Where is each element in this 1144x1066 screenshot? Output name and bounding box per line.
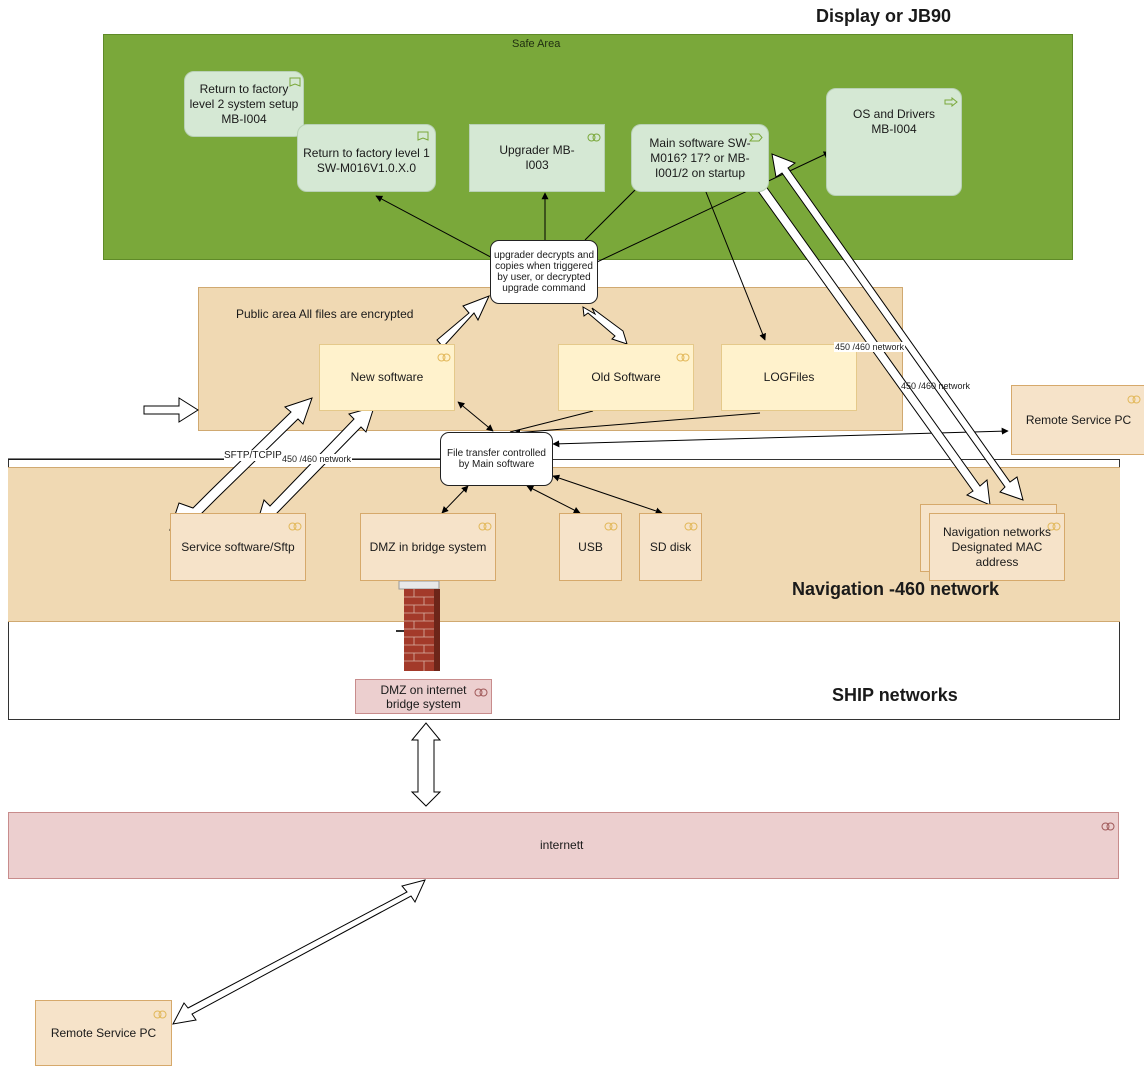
arrow-dmz-internet [410, 722, 442, 807]
public-area-label: Public area All files are encrypted [236, 307, 414, 321]
edge-bubble-os [596, 151, 831, 263]
main-software-label: Main software SW-M016? 17? or MB-I001/2 … [649, 135, 751, 180]
old-software-label: Old Software [591, 370, 661, 384]
book-icon [417, 128, 429, 141]
edge-filetransfer-sd [552, 474, 663, 515]
edge-main-logfiles [701, 181, 766, 341]
new-software-label: New software [350, 370, 424, 384]
service-icon [437, 349, 451, 362]
sd-disk-label: SD disk [649, 539, 692, 554]
nav-450-label-a: 450 /460 network [834, 342, 906, 352]
network-450-edge-label: 450 /460 network [281, 454, 353, 464]
service-icon [1101, 818, 1115, 831]
nav-networks-node[interactable]: Navigation networks Designated MAC addre… [929, 513, 1065, 581]
dmz-bridge-node[interactable]: DMZ in bridge system [360, 513, 496, 581]
upgrader-note-text: upgrader decrypts and copies when trigge… [493, 250, 595, 294]
edge-log-filetransfer [513, 412, 761, 436]
service-icon [587, 129, 601, 142]
safe-area-label: Safe Area [512, 38, 561, 50]
new-software-node[interactable]: New software [319, 344, 455, 411]
logfiles-node[interactable]: LOGFiles [721, 344, 857, 411]
service-software-node[interactable]: Service software/Sftp [170, 513, 306, 581]
remote-service-pc-right-label: Remote Service PC [1025, 412, 1132, 427]
edge-bubble-main [584, 183, 642, 241]
navigation-title: Navigation -460 network [792, 579, 1000, 599]
arrow-nav-b [771, 153, 1024, 501]
event-icon [748, 129, 763, 142]
usb-label: USB [578, 539, 603, 554]
service-icon [153, 1006, 167, 1019]
remote-service-pc-bottom[interactable]: Remote Service PC [35, 1000, 172, 1066]
edge-filetransfer-usb [526, 485, 581, 514]
process-arrow-icon [944, 94, 958, 108]
old-software-node[interactable]: Old Software [558, 344, 694, 411]
service-software-label: Service software/Sftp [181, 539, 295, 554]
factory-level2-node[interactable]: Return to factory level 2 system setup M… [184, 71, 304, 137]
edge-bubble-factory1 [375, 195, 501, 263]
arrow-old-to-bubble [582, 306, 628, 345]
sftp-edge-label: SFTP/TCPIP [224, 450, 282, 461]
nav-450-label-b: 450 /460 network [901, 381, 971, 391]
service-icon [684, 518, 698, 531]
nav-networks-label: Navigation networks Designated MAC addre… [942, 524, 1052, 569]
main-software-node[interactable]: Main software SW-M016? 17? or MB-I001/2 … [631, 124, 769, 192]
arrow-450-network [255, 406, 375, 528]
os-drivers-node[interactable]: OS and Drivers MB-I004 [826, 88, 962, 196]
logfiles-label: LOGFiles [763, 370, 815, 384]
arrow-internet-remote [172, 879, 426, 1025]
firewall-icon [396, 580, 442, 676]
arrow-nav-a [744, 161, 991, 506]
factory-level1-node[interactable]: Return to factory level 1 SW-M016V1.0.X.… [297, 124, 436, 192]
edge-new-filetransfer [457, 401, 494, 432]
file-transfer-text: File transfer controlled by Main softwar… [447, 448, 546, 470]
internet-region [8, 812, 1119, 879]
display-title: Display or JB90 [816, 6, 952, 26]
dmz-internet-label: DMZ on internet bridge system [380, 682, 467, 711]
service-icon [474, 684, 488, 697]
dmz-internet-node[interactable]: DMZ on internet bridge system [355, 679, 492, 714]
arrow-new-to-bubble [436, 295, 490, 348]
file-transfer-bubble: File transfer controlled by Main softwar… [440, 432, 553, 486]
remote-service-pc-bottom-label: Remote Service PC [50, 1025, 157, 1040]
service-icon [1047, 518, 1061, 531]
arrow-sftp [169, 397, 313, 531]
service-icon [604, 518, 618, 531]
upgrader-label: Upgrader MB- I003 [499, 143, 575, 172]
factory-level2-label: Return to factory level 2 system setup M… [189, 81, 299, 126]
internet-label: internett [540, 838, 584, 852]
arrow-input [143, 397, 199, 423]
ship-networks-title: SHIP networks [832, 685, 958, 705]
sd-disk-node[interactable]: SD disk [639, 513, 702, 581]
factory-level1-label: Return to factory level 1 SW-M016V1.0.X.… [303, 146, 430, 175]
remote-service-pc-right[interactable]: Remote Service PC [1011, 385, 1144, 455]
edge-filetransfer-dmz [441, 485, 469, 514]
service-icon [1127, 391, 1141, 404]
edge-old-filetransfer [509, 410, 594, 433]
book-icon [289, 74, 301, 87]
service-icon [676, 349, 690, 362]
service-icon [288, 518, 302, 531]
service-icon [478, 518, 492, 531]
upgrader-note-bubble: upgrader decrypts and copies when trigge… [490, 240, 598, 304]
upgrader-node[interactable]: Upgrader MB- I003 [469, 124, 605, 192]
dmz-bridge-label: DMZ in bridge system [369, 539, 487, 554]
os-drivers-label: OS and Drivers MB-I004 [852, 107, 936, 136]
